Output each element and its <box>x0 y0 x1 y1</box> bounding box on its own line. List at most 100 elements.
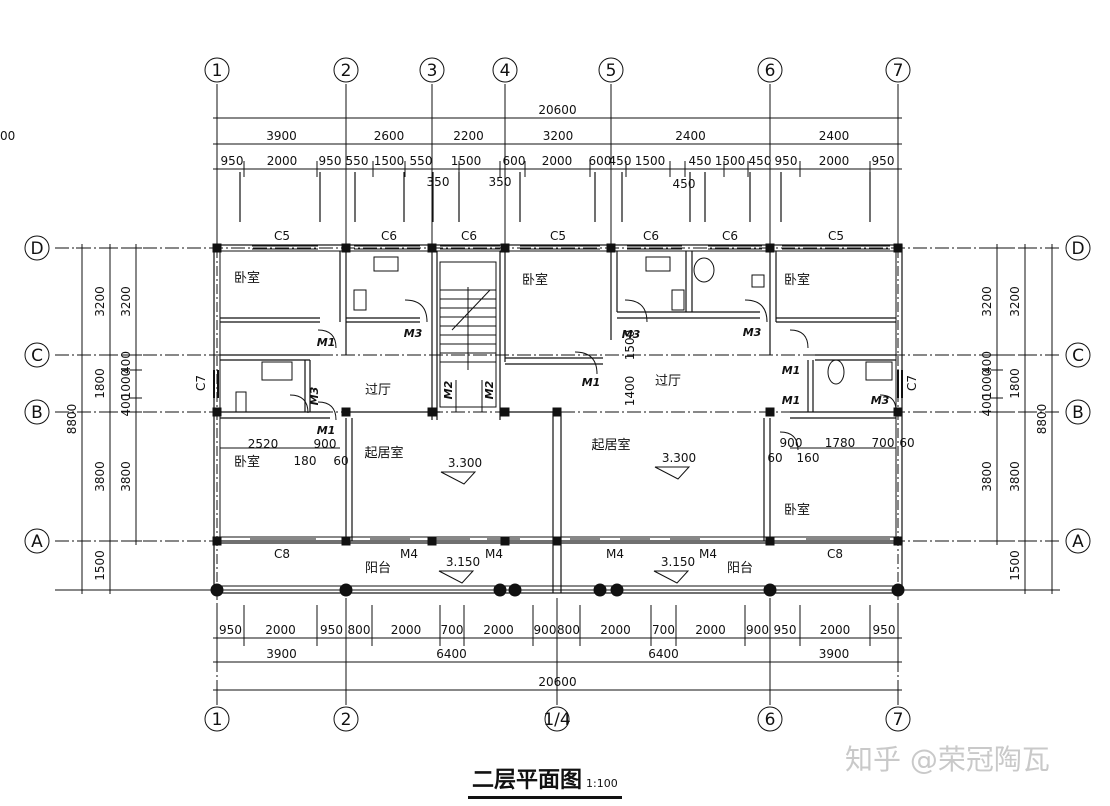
dim-bottom-row2: 6400 <box>436 647 467 661</box>
interior-dim: 60 <box>333 454 348 468</box>
axis-label-top: 1 <box>212 61 223 81</box>
window-label: C6 <box>461 229 477 243</box>
axis-bubble <box>598 57 624 83</box>
axis-bubble <box>333 57 359 83</box>
interior-dim: 1780 <box>825 436 856 450</box>
sink-fixture <box>645 256 671 272</box>
balcony-column <box>339 583 353 597</box>
interior-dim: 1500 <box>623 330 637 361</box>
dim-bottom-row1: 2000 <box>265 623 296 637</box>
dim-top-row2: 2400 <box>819 129 850 143</box>
axis-bubble <box>204 706 230 732</box>
axis-label-row: A <box>1072 532 1084 552</box>
dim-right-inner: 400 <box>980 394 994 417</box>
door-swing <box>289 394 309 414</box>
structural-column <box>212 407 222 417</box>
door-swing <box>879 394 897 412</box>
dim-bottom-row2: 6400 <box>648 647 679 661</box>
dim-left-inner: 3800 <box>119 461 133 492</box>
dim-top-row3: 550 <box>346 154 369 168</box>
door-label: M1 <box>582 376 601 389</box>
axis-bubble <box>24 235 50 261</box>
elevation-triangle <box>654 466 691 480</box>
balcony-column <box>210 583 224 597</box>
balcony-rail-outer <box>213 540 903 594</box>
window-label: C8 <box>827 547 843 561</box>
dim-top-row3: 1500 <box>715 154 746 168</box>
dim-top-row3: 950 <box>319 154 342 168</box>
door-swing <box>624 299 648 323</box>
dim-bottom-row1: 900 <box>534 623 557 637</box>
dim-right-inner: 400 <box>980 351 994 374</box>
door-label: M1 <box>782 394 801 407</box>
axis-bubble <box>492 57 518 83</box>
axis-bubble <box>24 342 50 368</box>
door-label: M4 <box>485 547 503 561</box>
interior-dim: 60 <box>767 451 782 465</box>
axis-bubble <box>24 528 50 554</box>
door-swing <box>404 299 428 323</box>
axis-label-top: 6 <box>765 61 776 81</box>
interior-dim: 60 <box>899 436 914 450</box>
interior-dim: 1400 <box>623 376 637 407</box>
interior-dim: 160 <box>797 451 820 465</box>
structural-column <box>427 243 437 253</box>
window-label: C6 <box>643 229 659 243</box>
balcony-column <box>508 583 522 597</box>
interior-dim: 2520 <box>248 437 279 451</box>
axis-bubble <box>757 57 783 83</box>
dim-right-inner: 3800 <box>980 461 994 492</box>
dim-top-extra: 450 <box>673 177 696 191</box>
balcony-column <box>763 583 777 597</box>
dim-left-mid: 3800 <box>93 461 107 492</box>
door-swing <box>779 431 799 451</box>
dim-left-inner: 400 <box>119 351 133 374</box>
door-label: M2 <box>442 380 455 399</box>
dim-bottom-row2: 3900 <box>819 647 850 661</box>
axis-bubble <box>24 399 50 425</box>
structural-column <box>212 243 222 253</box>
dim-top-row2: 2200 <box>453 129 484 143</box>
dim-total-top: 20600 <box>538 103 576 117</box>
balcony-column <box>610 583 624 597</box>
door-label: M1 <box>317 336 336 349</box>
door-label: M4 <box>699 547 717 561</box>
balcony-column <box>493 583 507 597</box>
axis-label-row: C <box>31 346 43 366</box>
dim-top-row3: 550 <box>410 154 433 168</box>
dim-top-row3: 950 <box>221 154 244 168</box>
window-label: C7 <box>194 375 208 391</box>
door-label: M4 <box>606 547 624 561</box>
elevation-mark: 3.300 <box>662 451 696 465</box>
dim-top-row3: 2000 <box>819 154 850 168</box>
room-label-hall: 过厅 <box>365 383 391 398</box>
axis-label-top: 5 <box>606 61 617 81</box>
toilet-fixture <box>751 274 765 288</box>
dim-bottom-row1: 950 <box>873 623 896 637</box>
dim-top-row2: 3900 <box>266 129 297 143</box>
axis-label-row: C <box>1072 346 1084 366</box>
interior-dim: 180 <box>294 454 317 468</box>
room-label-bedroom: 卧室 <box>784 502 810 518</box>
door-swing <box>317 401 337 421</box>
dim-top-row3: 450 <box>609 154 632 168</box>
dim-right-inner: 3200 <box>980 286 994 317</box>
dim-left-inner: 3200 <box>119 286 133 317</box>
dim-bottom-row1: 800 <box>348 623 371 637</box>
door-label: M3 <box>622 328 641 341</box>
dim-top-row3: 1500 <box>635 154 666 168</box>
axis-bubble <box>333 706 359 732</box>
window-label: C6 <box>381 229 397 243</box>
dim-top-row3: 950 <box>872 154 895 168</box>
elevation-mark: 3.150 <box>446 555 480 569</box>
dim-left-mid: 1500 <box>93 550 107 581</box>
dim-bottom-row1: 2000 <box>483 623 514 637</box>
axis-label-bottom: 6 <box>765 710 776 730</box>
dim-left-mid: 3200 <box>93 286 107 317</box>
door-swing <box>744 299 768 323</box>
elevation-triangle <box>438 570 475 584</box>
dim-top-extra: 350 <box>489 175 512 189</box>
axis-label-bottom: 2 <box>341 710 352 730</box>
axis-label-row: D <box>30 239 43 259</box>
